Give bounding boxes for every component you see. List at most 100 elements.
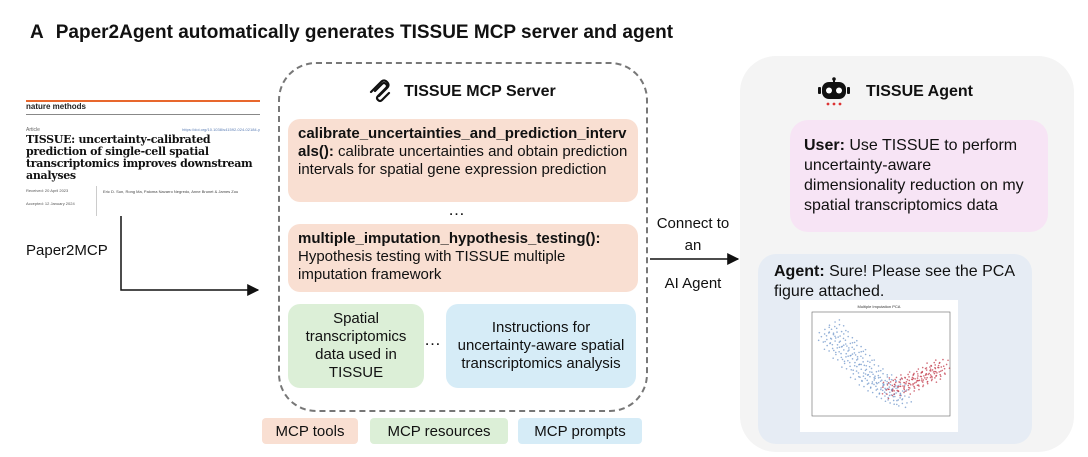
pca-point — [851, 353, 854, 355]
pca-point — [869, 354, 871, 357]
pca-title: Multiple Imputation PCA — [858, 304, 901, 309]
pca-point — [873, 359, 876, 361]
pca-point — [822, 341, 825, 343]
pca-point — [862, 372, 865, 374]
connect-line-3: AI Agent — [664, 275, 722, 292]
pca-point — [933, 361, 936, 364]
tool-description: Hypothesis testing with TISSUE multiple … — [298, 248, 566, 283]
pca-point — [867, 382, 870, 384]
pca-point — [818, 331, 821, 334]
pca-point — [916, 370, 918, 373]
pca-point — [925, 378, 927, 381]
pca-point — [882, 381, 885, 384]
pca-point — [832, 332, 835, 335]
pca-point — [844, 343, 847, 345]
pca-point — [904, 395, 906, 397]
agent-message: Sure! Please see the PCA figure attached… — [774, 263, 1015, 300]
pca-point — [852, 369, 855, 372]
journal-divider — [26, 114, 260, 115]
pca-point — [895, 392, 897, 394]
pca-point — [878, 392, 881, 394]
pca-point — [883, 383, 885, 386]
pca-point — [926, 362, 928, 364]
pca-point — [886, 374, 889, 376]
pca-point — [887, 388, 890, 391]
pca-point — [886, 376, 889, 378]
pca-point — [948, 367, 951, 369]
pca-point — [884, 400, 887, 403]
journal-rule — [26, 100, 260, 102]
pca-point — [886, 393, 888, 395]
pca-point — [875, 370, 878, 373]
pca-point — [923, 375, 925, 377]
pca-point — [926, 376, 928, 379]
pca-point — [882, 372, 884, 375]
pca-point — [916, 379, 919, 382]
pca-point — [895, 376, 898, 379]
pca-point — [918, 379, 921, 382]
mcp-server-box — [278, 62, 648, 412]
pca-point — [838, 346, 841, 349]
pca-point — [909, 384, 912, 386]
pca-point — [887, 397, 890, 400]
pca-point — [854, 354, 857, 356]
pca-point — [947, 359, 949, 362]
pca-point — [890, 378, 893, 381]
pca-point — [903, 387, 905, 389]
pca-point — [866, 379, 868, 382]
pca-point — [856, 365, 858, 368]
pca-point — [866, 360, 869, 363]
pca-point — [838, 319, 841, 321]
paper-divider — [96, 186, 97, 216]
pca-point — [893, 385, 896, 388]
pca-point — [825, 334, 828, 337]
pca-point — [875, 395, 878, 398]
pca-point — [842, 325, 845, 327]
pca-point — [935, 381, 938, 383]
pca-point — [931, 378, 933, 380]
pca-point — [856, 344, 858, 347]
pca-point — [913, 382, 916, 384]
pca-point — [859, 376, 861, 379]
pca-point — [937, 364, 940, 367]
tool-name: calibrate_uncertainties_and_prediction_i… — [298, 125, 627, 160]
pca-point — [842, 344, 845, 346]
pca-point — [892, 395, 895, 398]
pca-point — [849, 376, 852, 379]
pca-point — [856, 358, 859, 360]
user-label: User: — [804, 137, 845, 154]
pca-point — [925, 369, 928, 371]
pca-point — [834, 340, 836, 342]
pca-point — [912, 384, 914, 386]
pca-point — [824, 328, 826, 331]
pca-point — [928, 372, 930, 375]
pca-point — [921, 371, 923, 374]
pca-point — [823, 333, 826, 335]
pca-point — [938, 361, 941, 364]
pca-point — [907, 384, 910, 387]
pca-point — [908, 396, 910, 398]
pca-point — [934, 367, 937, 370]
pca-point — [899, 385, 901, 388]
mcp-logo-icon — [369, 79, 391, 103]
pca-point — [862, 361, 864, 363]
pca-point — [930, 379, 933, 382]
pca-point — [896, 399, 898, 402]
pca-point — [913, 385, 915, 388]
paper2mcp-label: Paper2MCP — [26, 242, 108, 259]
pca-point — [940, 366, 943, 368]
pca-point — [846, 345, 848, 347]
pca-point — [899, 392, 902, 395]
pca-point — [901, 390, 904, 392]
pca-point — [879, 369, 882, 372]
pca-point — [864, 377, 867, 380]
pca-point — [891, 390, 894, 392]
pca-point — [877, 381, 880, 384]
pca-point — [899, 397, 901, 399]
pca-point — [873, 363, 876, 366]
pca-point — [889, 391, 891, 394]
pca-point — [915, 381, 917, 384]
pca-point — [867, 390, 869, 392]
pca-point — [939, 378, 942, 380]
pca-point — [820, 335, 823, 338]
